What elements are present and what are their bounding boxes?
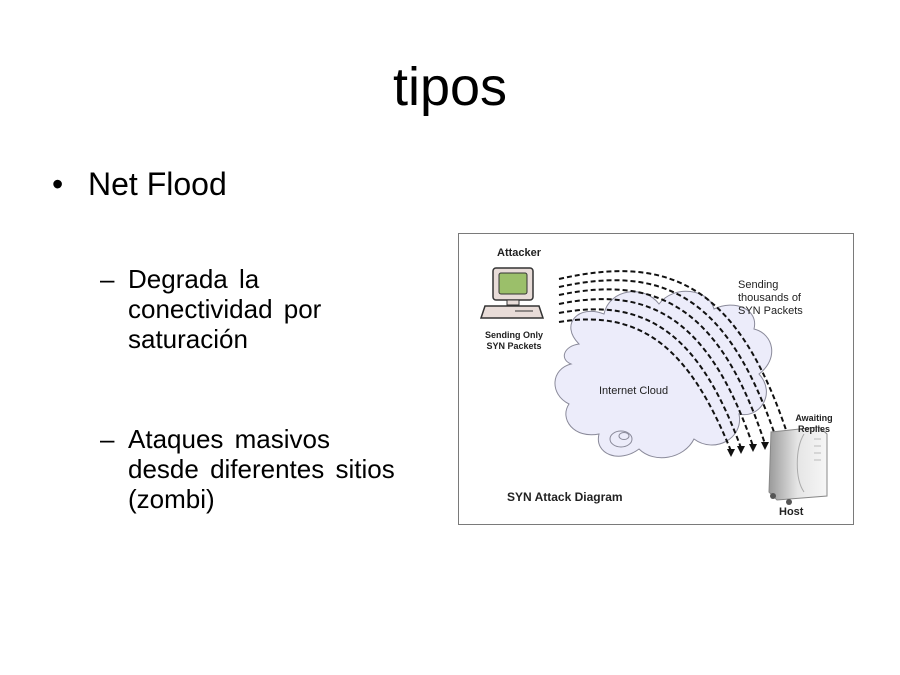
attacker-sublabel-line: SYN Packets: [486, 341, 542, 351]
bullet-text: Net Flood: [88, 166, 227, 202]
dash-marker: –: [100, 424, 115, 454]
server-icon: [768, 426, 828, 505]
cloud-icon: [554, 290, 773, 459]
bullet-marker: •: [52, 166, 64, 202]
host-status-line: Replies: [797, 424, 830, 434]
host-status-line: Awaiting: [795, 413, 833, 423]
flow-label: Sending thousands of SYN Packets: [738, 279, 803, 318]
flow-label-line: thousands of: [738, 292, 801, 304]
computer-icon: [479, 267, 545, 319]
diagram-caption: SYN Attack Diagram: [507, 490, 623, 504]
flow-label-line: SYN Packets: [738, 305, 803, 317]
attacker-sublabel: Sending Only SYN Packets: [483, 330, 545, 352]
cloud-label: Internet Cloud: [599, 385, 669, 397]
attacker-label: Attacker: [497, 247, 542, 259]
attacker-sublabel-line: Sending Only: [484, 330, 543, 340]
syn-attack-diagram: Attacker Sending Only SYN Packets Sendin…: [458, 233, 854, 525]
dash-marker: –: [100, 264, 115, 294]
flow-label-line: Sending: [738, 279, 779, 291]
sub-bullet-text: Ataques masivos desde diferentes sitios …: [128, 424, 395, 514]
sub-bullet-text: Degrada la conectividad por saturación: [128, 264, 322, 354]
slide-title: tipos: [392, 57, 508, 117]
dashed-arrow-icon: [558, 270, 790, 452]
diagram-graphics: [479, 267, 828, 505]
host-label: Host: [779, 506, 804, 518]
host-status: Awaiting Replies: [789, 413, 839, 435]
